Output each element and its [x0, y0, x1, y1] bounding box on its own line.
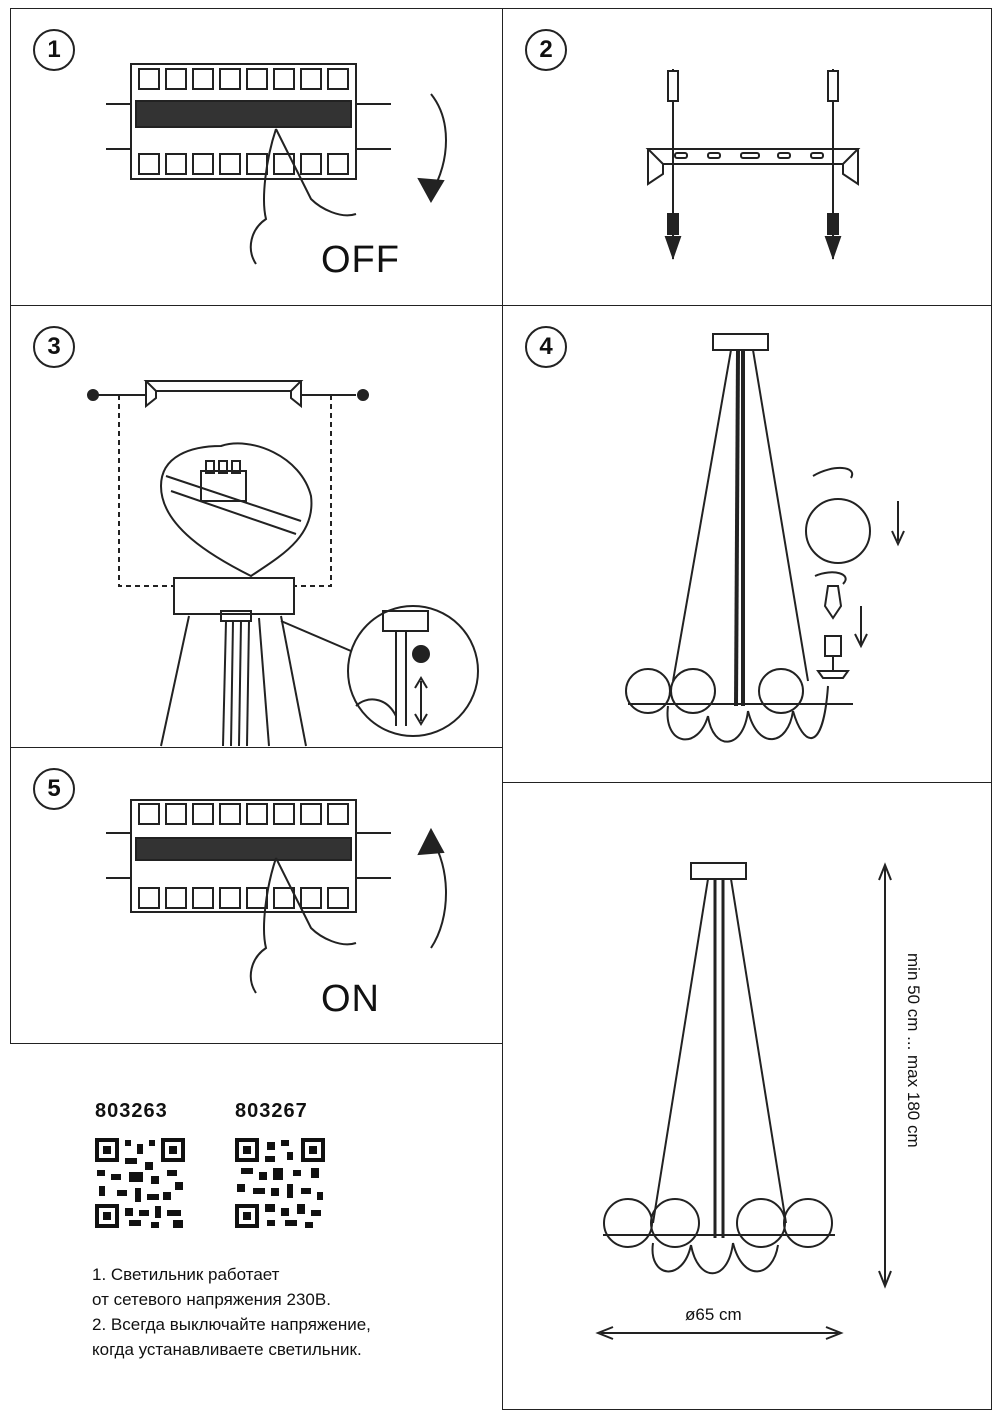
step-number-5: 5: [33, 768, 75, 810]
panel-step-4: 4: [502, 305, 992, 783]
bulb-and-shade-assembly-illustration: [625, 333, 905, 743]
qr-code-2: [235, 1138, 325, 1228]
note-line-2: от сетевого напряжения 230В.: [92, 1290, 331, 1309]
step-number-2: 2: [525, 29, 567, 71]
breaker-off-illustration: [106, 63, 447, 265]
mounting-bracket-illustration: [645, 69, 861, 261]
product-code-2: 803267: [235, 1100, 308, 1122]
breaker-on-illustration: [106, 799, 447, 994]
panel-step-2: 2: [502, 8, 992, 306]
height-label: min 50 cm ... max 180 cm: [904, 953, 923, 1148]
wiring-illustration: [87, 380, 479, 747]
panel-step-1: 1 OFF: [10, 8, 503, 306]
on-label: ON: [321, 978, 380, 1020]
off-label: OFF: [321, 239, 400, 281]
diameter-label: ø65 cm: [685, 1305, 742, 1324]
panel-dimensions: ø65 cm min 50 cm ... max 180 cm: [502, 782, 992, 1410]
qr-code-1: [95, 1138, 185, 1228]
step-number-1: 1: [33, 29, 75, 71]
product-code-1: 803263: [95, 1100, 168, 1122]
note-line-1: 1. Светильник работает: [92, 1265, 280, 1284]
panel-step-5: 5 ON: [10, 747, 503, 1044]
chandelier-dimension-drawing: [595, 862, 892, 1340]
step-number-3: 3: [33, 326, 75, 368]
panel-step-3: 3: [10, 305, 503, 748]
note-line-4: когда устанавливаете светильник.: [92, 1340, 362, 1359]
step-number-4: 4: [525, 326, 567, 368]
note-line-3: 2. Всегда выключайте напряжение,: [92, 1315, 371, 1334]
